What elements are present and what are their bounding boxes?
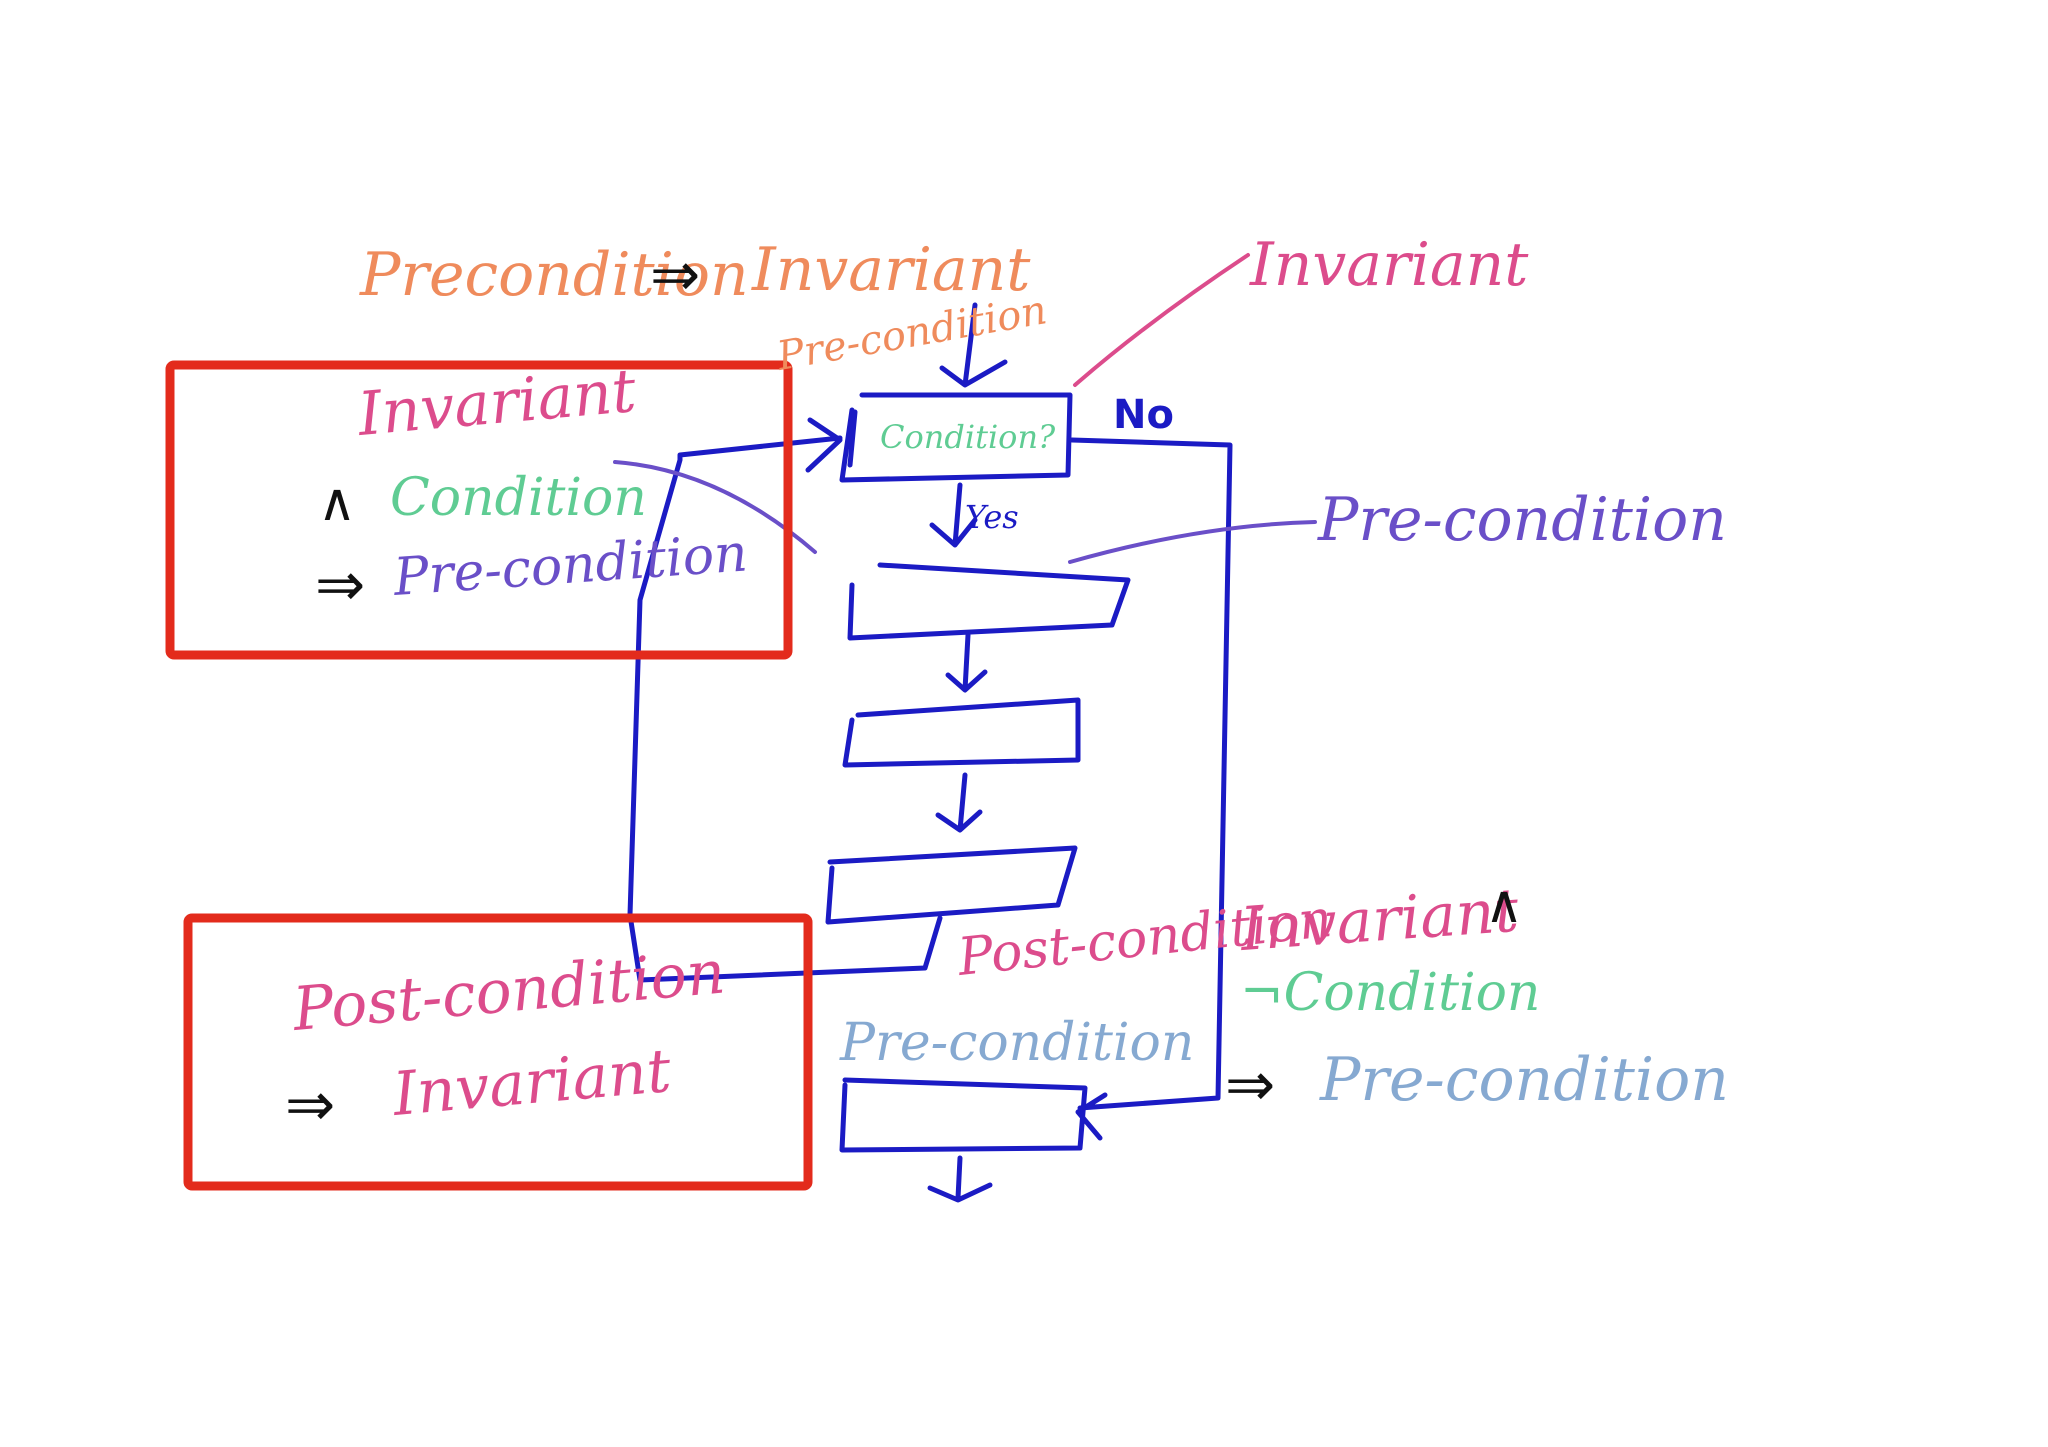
box1-condition: Condition bbox=[390, 468, 647, 528]
process-box-3 bbox=[825, 845, 1078, 925]
box1-and-symbol: ∧ bbox=[318, 473, 356, 533]
exit-and-symbol: ∧ bbox=[1485, 875, 1523, 935]
top-precondition-label: Precondition bbox=[359, 240, 749, 310]
top-implies-symbol: ⇒ bbox=[650, 240, 700, 310]
exit-not-condition: ¬Condition bbox=[1240, 963, 1540, 1023]
highlight-box-top-left bbox=[165, 360, 793, 660]
box1-precondition: Pre-condition bbox=[391, 523, 750, 608]
highlight-box-bottom-left bbox=[183, 913, 813, 1191]
process-box-1 bbox=[847, 562, 1131, 641]
precondition-right-label: Pre-condition bbox=[1317, 485, 1727, 555]
box2-implies-symbol: ⇒ bbox=[285, 1070, 335, 1140]
box2-postcondition: Post-condition bbox=[289, 937, 728, 1045]
condition-box bbox=[839, 392, 1073, 483]
exit-precondition: Pre-condition bbox=[1319, 1045, 1729, 1115]
no-exit-rail bbox=[1069, 437, 1233, 1141]
loop-back-path bbox=[627, 417, 943, 983]
arrow-1-to-2 bbox=[945, 632, 988, 693]
leader-precondition-right bbox=[1068, 520, 1317, 564]
process-box-2 bbox=[842, 697, 1081, 768]
exit-box bbox=[839, 1077, 1088, 1153]
exit-invariant: Invariant bbox=[1237, 876, 1521, 965]
entry-arrow bbox=[939, 302, 1008, 388]
arrow-2-to-3 bbox=[935, 772, 983, 833]
yes-arrow bbox=[929, 482, 978, 548]
box1-implies-symbol: ⇒ bbox=[315, 550, 365, 620]
yes-label: Yes bbox=[965, 498, 1019, 536]
condition-box-text: Condition? bbox=[880, 418, 1056, 456]
leader-invariant-right bbox=[1073, 253, 1250, 387]
exit-implies-symbol: ⇒ bbox=[1225, 1050, 1275, 1120]
exit-arrow bbox=[927, 1155, 993, 1203]
flowchart bbox=[627, 302, 1233, 1203]
top-invariant-label: Invariant bbox=[751, 235, 1031, 305]
no-label: No bbox=[1113, 392, 1174, 438]
precondition-exit-label: Pre-condition bbox=[839, 1013, 1194, 1073]
invariant-right-label: Invariant bbox=[1249, 230, 1529, 300]
box1-invariant: Invariant bbox=[354, 356, 639, 450]
box2-invariant: Invariant bbox=[389, 1036, 674, 1130]
